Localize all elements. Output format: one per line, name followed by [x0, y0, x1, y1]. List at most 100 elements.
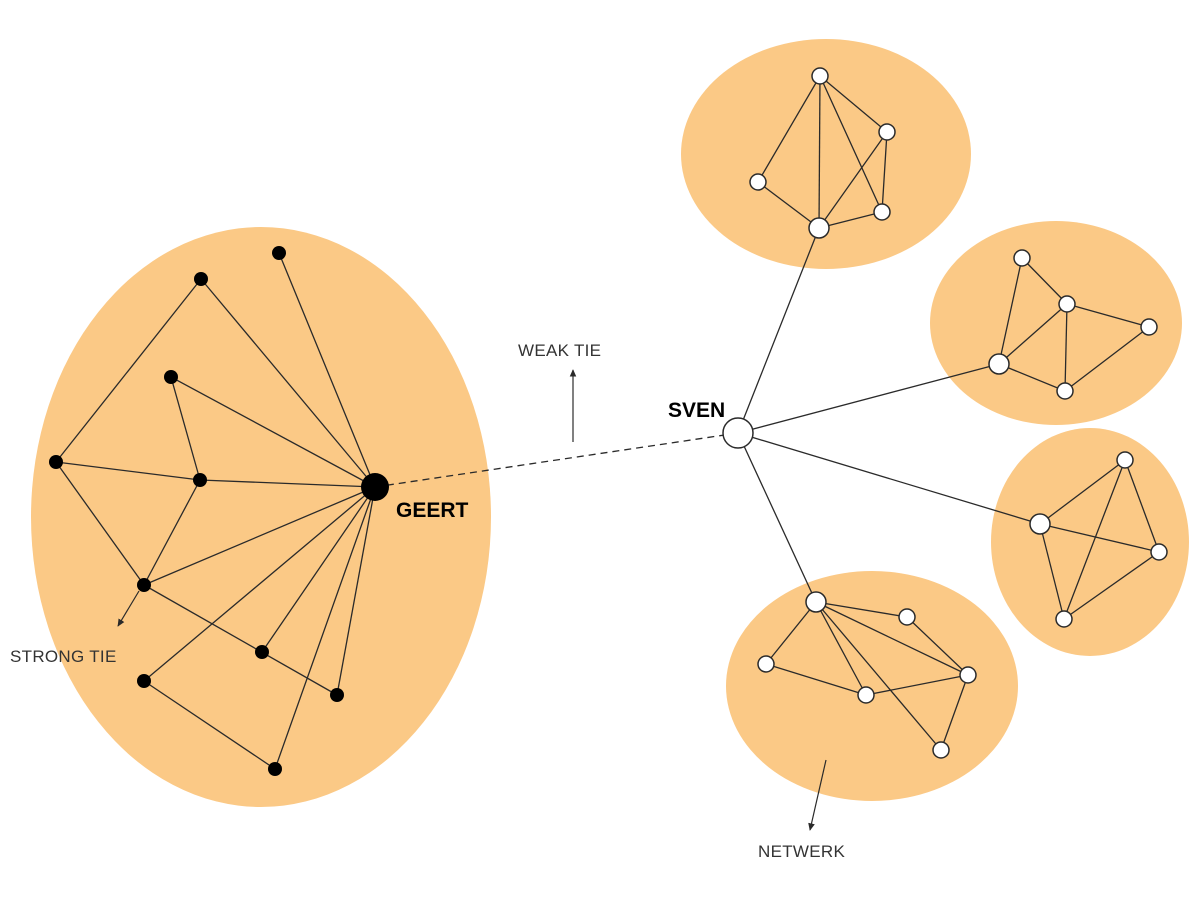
- sven-cluster-right-upper-blob: [930, 221, 1182, 425]
- network-node: [164, 370, 178, 384]
- edge: [737, 432, 817, 603]
- network-node: [255, 645, 269, 659]
- sven-cluster-top-blob: [681, 39, 971, 269]
- edge: [818, 211, 883, 229]
- sven-label: SVEN: [668, 399, 725, 422]
- geert-node: [361, 473, 389, 501]
- edge: [1063, 459, 1126, 620]
- edge: [865, 674, 969, 696]
- edge: [815, 601, 867, 696]
- network-node: [194, 272, 208, 286]
- edge: [336, 486, 376, 696]
- network-node: [193, 473, 207, 487]
- edge: [765, 663, 867, 696]
- top-cluster-edges: [757, 75, 888, 229]
- network-node: [932, 741, 950, 759]
- network-node: [330, 688, 344, 702]
- right-lower-cluster-edges: [1039, 459, 1160, 620]
- network-node: [268, 762, 282, 776]
- edge: [55, 278, 202, 463]
- edge: [143, 680, 276, 770]
- network-node: [1013, 249, 1031, 267]
- edge: [1039, 459, 1126, 525]
- edge: [170, 376, 201, 481]
- cluster-blobs: [31, 39, 1189, 807]
- edge: [1063, 551, 1160, 620]
- geert-label: GEERT: [396, 499, 469, 522]
- network-node: [988, 353, 1010, 375]
- edge: [1064, 326, 1150, 392]
- geert-cluster-blob: [31, 227, 491, 807]
- sven-cluster-right-lower-blob: [991, 428, 1189, 656]
- edge: [998, 303, 1068, 365]
- edge: [940, 674, 969, 751]
- edge: [737, 227, 820, 434]
- network-node: [1116, 451, 1134, 469]
- edge: [1039, 523, 1065, 620]
- edge: [143, 479, 201, 586]
- sven-network-nodes: [722, 67, 1168, 759]
- edge: [55, 461, 145, 586]
- network-node: [757, 655, 775, 673]
- edge: [819, 75, 883, 213]
- sven-node: [722, 417, 754, 449]
- edge: [765, 601, 817, 665]
- network-node: [1140, 318, 1158, 336]
- network-node: [1150, 543, 1168, 561]
- network-node: [1055, 610, 1073, 628]
- network-node: [1058, 295, 1076, 313]
- edge: [1021, 257, 1068, 305]
- edge: [278, 252, 376, 488]
- network-node: [873, 203, 891, 221]
- edge: [170, 376, 376, 488]
- network-node: [805, 591, 827, 613]
- netwerk-arrow: [808, 759, 827, 831]
- weak-tie-edge: [374, 432, 739, 488]
- edge: [199, 479, 376, 488]
- edge: [55, 461, 201, 481]
- network-node: [808, 217, 830, 239]
- network-node: [857, 686, 875, 704]
- network-node: [272, 246, 286, 260]
- geert-network-nodes: [49, 246, 389, 776]
- annotation-arrows: [117, 369, 827, 831]
- edge: [815, 601, 908, 618]
- edge: [143, 584, 338, 696]
- bottom-cluster-edges: [765, 601, 969, 751]
- edge: [815, 601, 942, 751]
- edge: [998, 363, 1066, 392]
- network-node: [878, 123, 896, 141]
- edge: [261, 486, 376, 653]
- strong-tie-arrow: [117, 590, 140, 627]
- network-node: [1029, 513, 1051, 535]
- network-node: [811, 67, 829, 85]
- edge: [1066, 303, 1150, 328]
- network-node: [137, 578, 151, 592]
- edge: [818, 131, 888, 229]
- edge: [998, 257, 1023, 365]
- labels: GEERT SVEN WEAK TIE STRONG TIE NETWERK: [10, 341, 845, 861]
- edge: [757, 181, 820, 229]
- geert-network-edges: [55, 252, 376, 770]
- edge: [200, 278, 376, 488]
- network-node: [137, 674, 151, 688]
- right-upper-cluster-edges: [998, 257, 1150, 392]
- network-node: [959, 666, 977, 684]
- edge: [819, 75, 888, 133]
- sven-cluster-bottom-blob: [726, 571, 1018, 801]
- netwerk-label: NETWERK: [758, 842, 845, 861]
- sven-hub-edges: [737, 227, 1041, 603]
- edge: [906, 616, 969, 676]
- edge: [143, 486, 376, 586]
- edge: [1039, 523, 1160, 553]
- edge: [143, 486, 376, 682]
- weak-tie-label: WEAK TIE: [518, 341, 601, 360]
- edge: [815, 601, 969, 676]
- edge: [1064, 303, 1068, 392]
- edge: [881, 131, 888, 213]
- network-node: [749, 173, 767, 191]
- strong-tie-label: STRONG TIE: [10, 647, 117, 666]
- edge: [737, 363, 1000, 434]
